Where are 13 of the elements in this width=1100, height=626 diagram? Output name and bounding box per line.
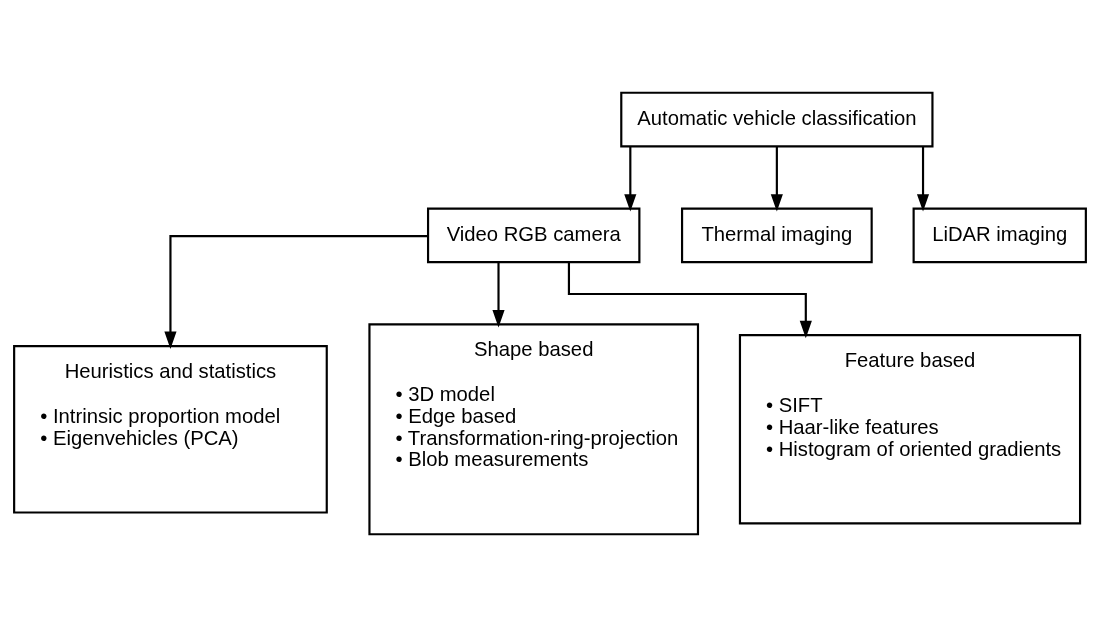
node-box: Feature based • SIFT • Haar-like features • Histogram of oriented gradients	[738, 333, 1082, 524]
node-box: Shape based • 3D model • Edge based • Transformation-ring-projection • Blob measurements	[368, 322, 700, 535]
arrow	[624, 145, 637, 212]
arrow	[770, 145, 783, 212]
node-box: Automatic vehicle classification	[620, 91, 934, 147]
arrow	[164, 234, 428, 349]
arrow	[567, 262, 812, 338]
arrow	[492, 261, 505, 327]
node-box: Video RGB camera	[427, 207, 641, 263]
node-box: Heuristics and statistics • Intrinsic proportion model • Eigenvehicles (PCA)	[13, 344, 328, 514]
arrow	[916, 145, 930, 212]
node-box: Thermal imaging	[680, 207, 873, 263]
node-box: LiDAR imaging	[912, 207, 1087, 263]
